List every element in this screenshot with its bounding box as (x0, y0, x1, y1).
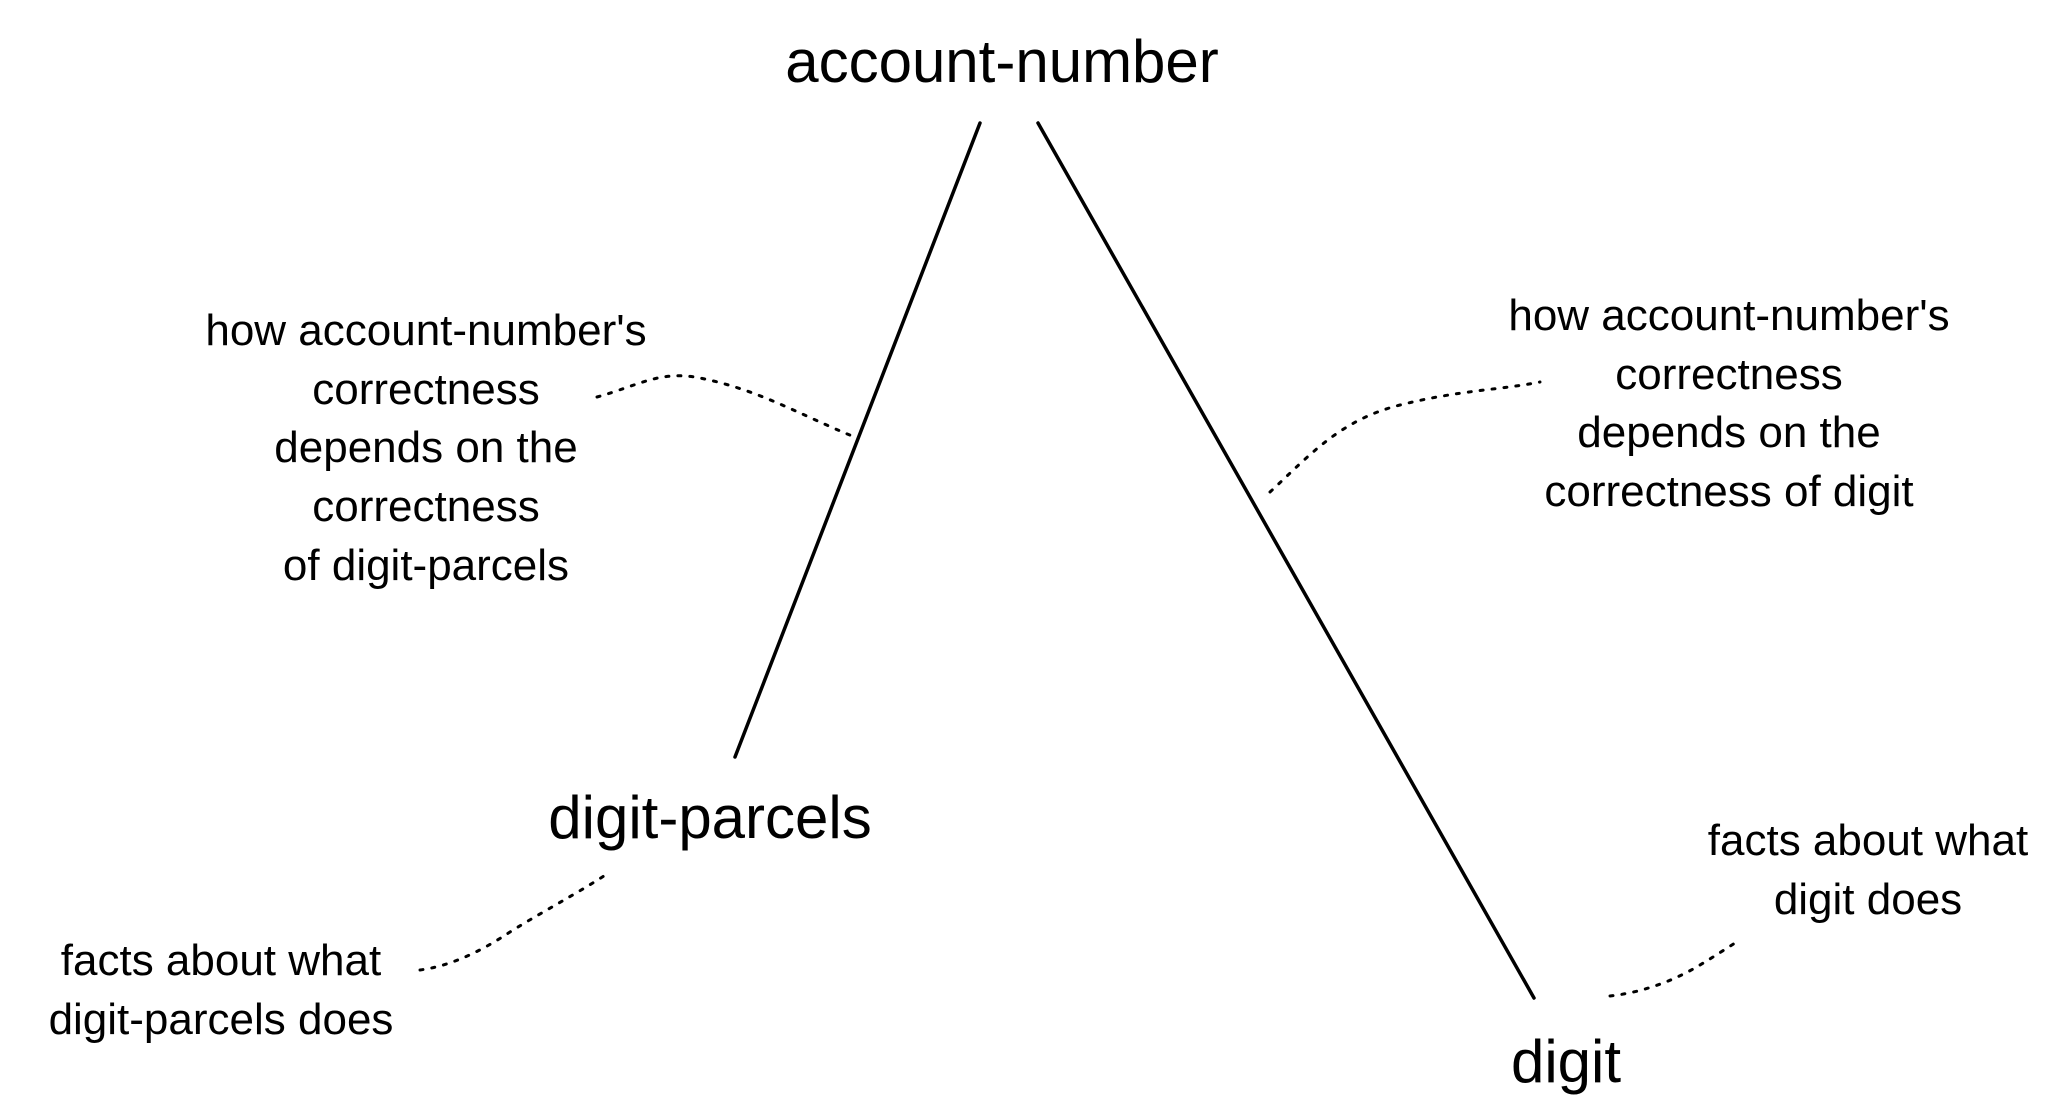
note-line: how account-number's (205, 306, 646, 355)
leader-digit-facts (1608, 941, 1737, 998)
note-left-dependency: how account-number's correctness depends… (205, 306, 646, 590)
leader-left-dependency-note (595, 374, 859, 440)
note-line: correctness (312, 482, 539, 531)
note-digit-facts: facts about what digit does (1708, 816, 2028, 924)
node-digit-parcels: digit-parcels (548, 784, 871, 851)
note-right-dependency: how account-number's correctness depends… (1508, 291, 1949, 516)
note-line: correctness (1615, 350, 1842, 399)
note-line: facts about what (1708, 816, 2028, 865)
note-line: digit does (1774, 875, 1962, 924)
node-account-number: account-number (785, 28, 1219, 95)
edge-account-number-to-digit-parcels (733, 121, 982, 759)
edge-account-number-to-digit (1036, 121, 1536, 1000)
note-digit-parcels-facts: facts about what digit-parcels does (49, 936, 394, 1044)
note-line: facts about what (61, 936, 381, 985)
leader-digit-parcels-facts (418, 870, 612, 972)
leader-right-dependency-note (1268, 380, 1542, 494)
note-line: correctness of digit (1544, 467, 1913, 516)
note-line: depends on the (274, 423, 577, 472)
note-line: how account-number's (1508, 291, 1949, 340)
note-line: digit-parcels does (49, 995, 394, 1044)
note-line: depends on the (1577, 408, 1880, 457)
note-line: of digit-parcels (283, 541, 569, 590)
node-digit: digit (1511, 1028, 1621, 1095)
note-line: correctness (312, 365, 539, 414)
